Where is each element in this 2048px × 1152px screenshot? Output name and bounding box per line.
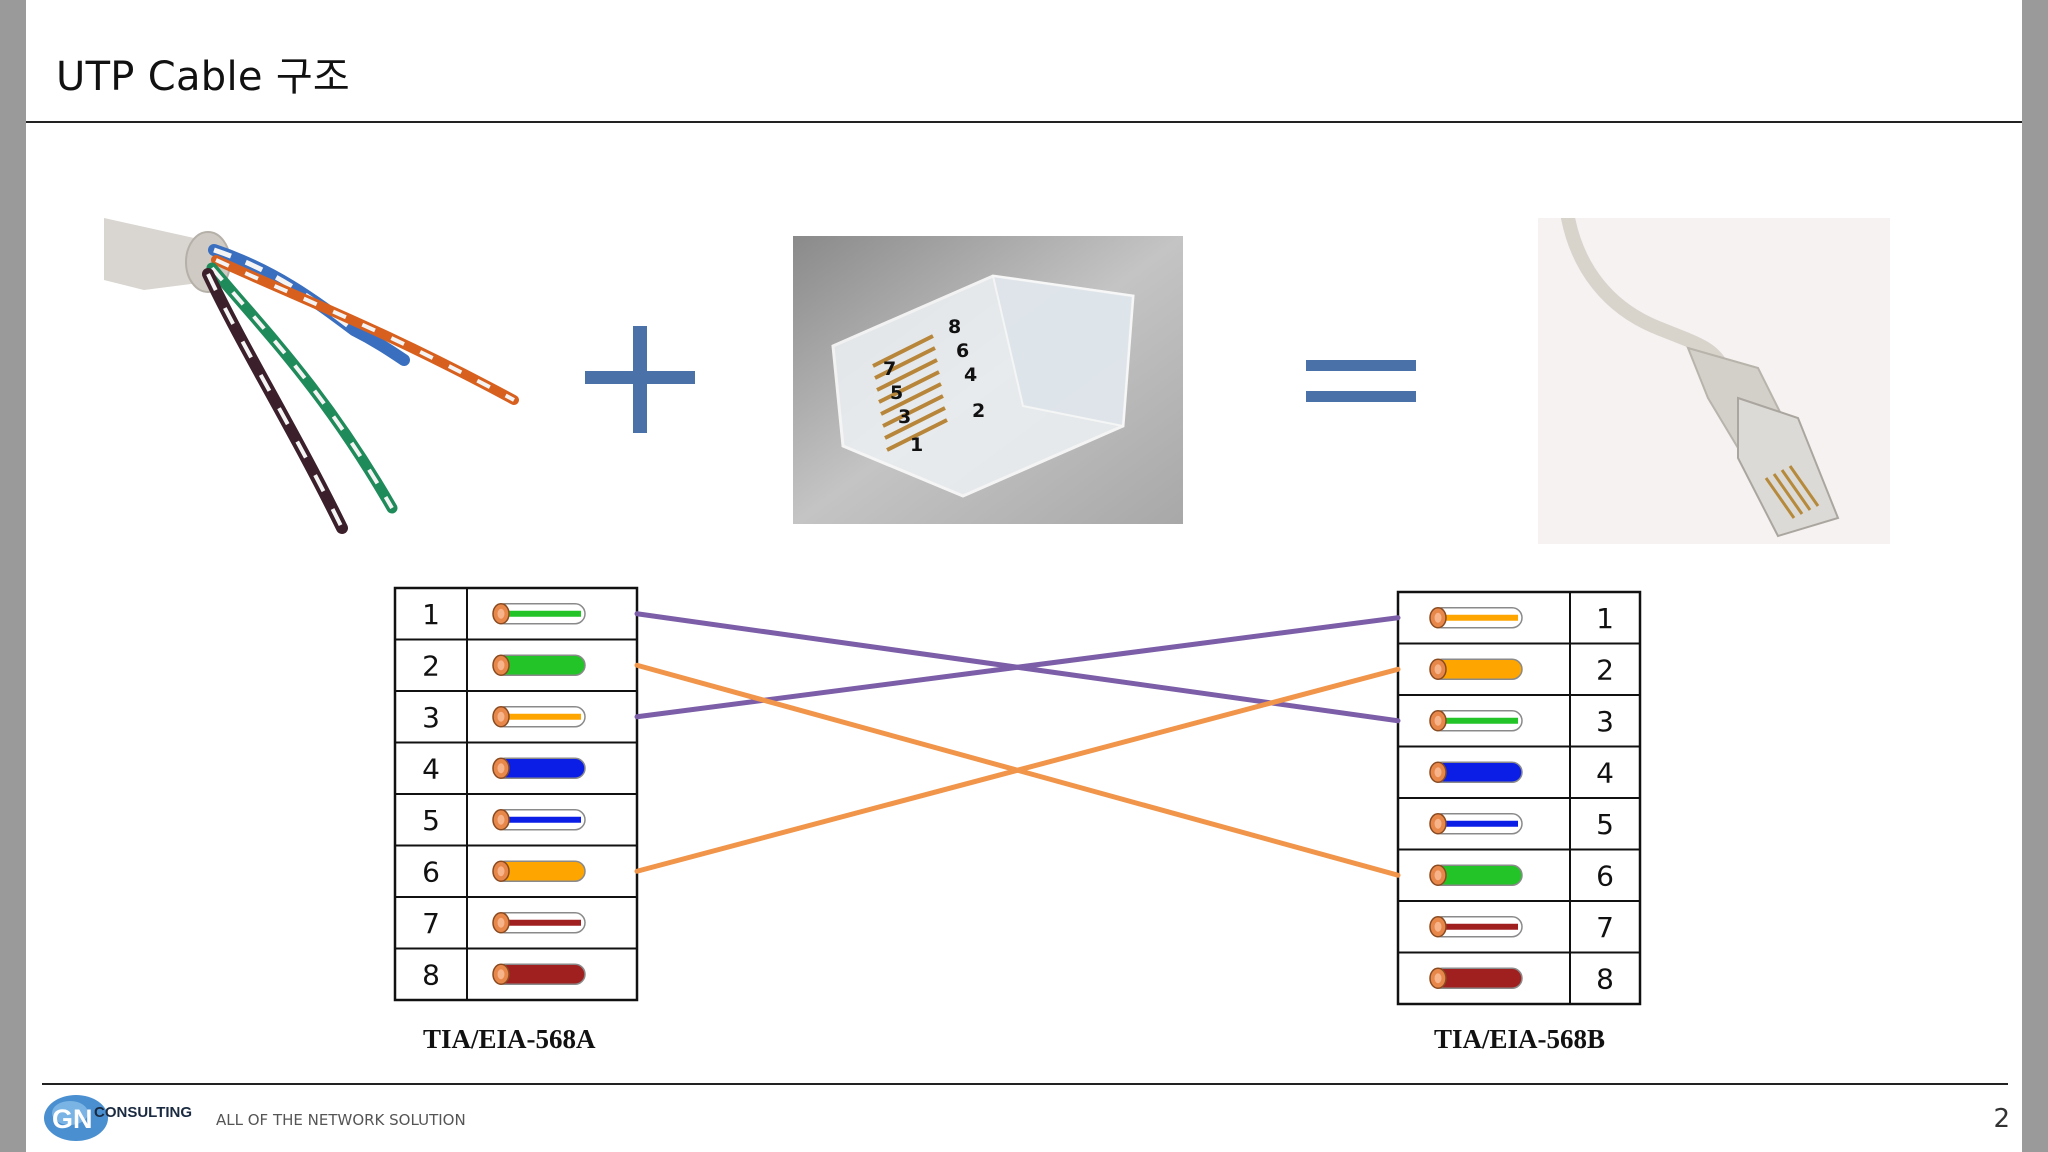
connector-pin-label: 8 <box>948 316 962 338</box>
wire-copper-core <box>497 814 505 825</box>
wire-copper-core <box>1434 870 1442 881</box>
pin-number-b: 2 <box>1596 653 1614 686</box>
wire-copper-core <box>1434 818 1442 829</box>
connector-pin-label: 6 <box>956 340 970 362</box>
pin-number-b: 5 <box>1596 808 1614 841</box>
connector-pin-label: 2 <box>972 400 986 422</box>
wire-stripe <box>1440 717 1518 724</box>
pin-number-a: 4 <box>422 752 440 785</box>
wire-stripe <box>1440 820 1518 827</box>
rj45-connector-photo <box>793 236 1183 524</box>
wire-copper-core <box>497 917 505 928</box>
pin-number-a: 6 <box>422 855 440 888</box>
pin-number-b: 6 <box>1596 859 1614 892</box>
wire-copper-core <box>497 866 505 877</box>
pin-number-a: 7 <box>422 907 440 940</box>
pin-number-b: 4 <box>1596 756 1614 789</box>
logo-letters: GN <box>52 1104 93 1134</box>
page-number: 2 <box>1993 1104 2010 1134</box>
pin-number-b: 7 <box>1596 911 1614 944</box>
pin-number-a: 2 <box>422 649 440 682</box>
utp-cable-photo <box>104 210 544 540</box>
wire-copper-core <box>1434 715 1442 726</box>
wire-copper-core <box>497 969 505 980</box>
pin-number-b: 8 <box>1596 962 1614 995</box>
wire-stripe <box>1440 923 1518 930</box>
wire-copper-core <box>1434 921 1442 932</box>
wire-copper-core <box>1434 664 1442 675</box>
wiring-diagram: 1 2 3 4 5 6 7 8 1 2 3 4 5 6 7 8 <box>393 586 1642 1006</box>
wire-copper-core <box>1434 767 1442 778</box>
wire-stripe <box>1440 614 1518 621</box>
pin-number-a: 5 <box>422 804 440 837</box>
assembled-cable-photo <box>1538 218 1890 544</box>
plus-icon <box>585 326 695 433</box>
wire-stripe <box>503 713 581 720</box>
wire-stripe <box>503 610 581 617</box>
footer-tagline: ALL OF THE NETWORK SOLUTION <box>216 1111 466 1129</box>
connector-pin-label: 7 <box>883 358 897 380</box>
pin-number-b: 3 <box>1596 705 1614 738</box>
standard-label-568a: TIA/EIA-568A <box>423 1024 596 1054</box>
wire-stripe <box>503 919 581 926</box>
connector-pin-label: 4 <box>964 364 978 386</box>
slide: UTP Cable 구조 <box>26 0 2022 1152</box>
wire-copper-core <box>497 763 505 774</box>
wire-copper-core <box>497 608 505 619</box>
gn-consulting-logo: GN CONSULTING <box>44 1095 192 1141</box>
pin-number-a: 1 <box>422 598 440 631</box>
pin-number-b: 1 <box>1596 602 1614 635</box>
slide-title: UTP Cable 구조 <box>56 54 351 100</box>
footer-divider <box>42 1083 2008 1085</box>
connector-pin-label: 3 <box>898 406 912 428</box>
wire-copper-core <box>1434 612 1442 623</box>
wire-stripe <box>503 816 581 823</box>
pin-number-a: 8 <box>422 958 440 991</box>
wire-copper-core <box>1434 973 1442 984</box>
connector-pin-label: 5 <box>890 382 904 404</box>
title-divider <box>26 121 2022 123</box>
wire-copper-core <box>497 711 505 722</box>
crossover-line <box>634 666 1401 874</box>
pin-number-a: 3 <box>422 701 440 734</box>
equals-icon <box>1306 360 1416 402</box>
connector-pin-label: 1 <box>910 434 924 456</box>
standard-label-568b: TIA/EIA-568B <box>1434 1024 1606 1054</box>
logo-text: CONSULTING <box>94 1104 192 1121</box>
wire-copper-core <box>497 660 505 671</box>
